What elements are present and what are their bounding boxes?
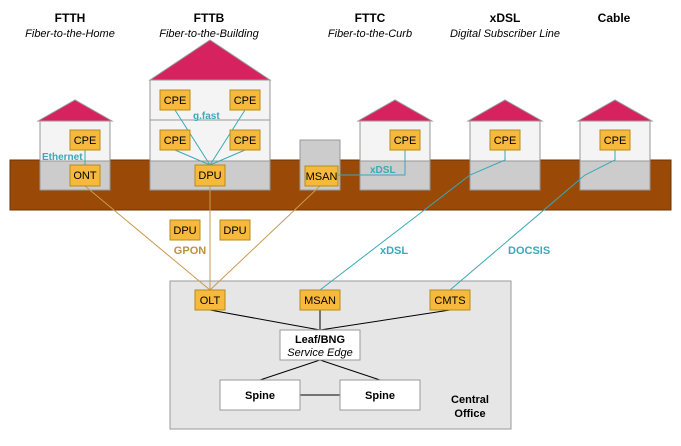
xdsl-subtitle: Digital Subscriber Line [450, 28, 560, 40]
link-olt-leaf [209, 309, 321, 331]
olt-label: OLT [200, 295, 221, 307]
dpu-spare-1: DPU [169, 219, 201, 241]
roof-xdsl [466, 99, 544, 122]
cpe-cable: CPE [599, 129, 631, 151]
fttc-title: FTTC [355, 11, 386, 25]
gfast-link-2 [209, 109, 246, 166]
central-label: Central [451, 394, 489, 406]
spine-1-label: Spine [245, 390, 275, 402]
cpe-fttc-label: CPE [394, 135, 417, 147]
cpe-cable-label: CPE [604, 135, 627, 147]
spine-node-2: Spine [339, 379, 421, 411]
roof-ftth [36, 99, 114, 122]
msan-cabinet: MSAN [304, 165, 339, 187]
dpu-spare-2-label: DPU [223, 225, 246, 237]
cmts-device: CMTS [429, 289, 471, 311]
cpe-fttb-2-label: CPE [234, 95, 257, 107]
xdsl-small-label: xDSL [370, 165, 396, 176]
house-cable-base [579, 160, 651, 191]
fiber-msan-olt [209, 185, 321, 291]
ftth-subtitle: Fiber-to-the-Home [25, 28, 115, 40]
cpe-xdsl: CPE [489, 129, 521, 151]
fttb-title: FTTB [194, 11, 225, 25]
cpe-fttb-4-label: CPE [234, 135, 257, 147]
cpe-fttb-1-label: CPE [164, 95, 187, 107]
cpe-ftth: CPE [69, 129, 101, 151]
fttc-subtitle: Fiber-to-the-Curb [328, 28, 412, 40]
copper-links [84, 109, 616, 291]
gfast-link-4 [209, 149, 246, 166]
docsis-coax-link [449, 150, 616, 291]
office-label: Office [454, 408, 485, 420]
gfast-link-3 [174, 149, 211, 166]
co-links [209, 309, 451, 396]
msan-co-label: MSAN [304, 295, 336, 307]
fiber-ont-olt [84, 185, 211, 291]
cable-title: Cable [598, 11, 631, 25]
ethernet-label: Ethernet [42, 152, 83, 163]
xdsl-copper-link [319, 150, 506, 291]
cmts-label: CMTS [434, 295, 465, 307]
spine-node-1: Spine [219, 379, 301, 411]
cpe-fttb-3: CPE [159, 129, 191, 151]
olt-device: OLT [194, 289, 226, 311]
dpu-spare-2: DPU [219, 219, 251, 241]
cpe-fttb-1: CPE [159, 89, 191, 111]
leaf-bng-label: Leaf/BNG [295, 334, 345, 346]
cpe-fttb-3-label: CPE [164, 135, 187, 147]
cpe-fttc: CPE [389, 129, 421, 151]
cpe-fttb-2: CPE [229, 89, 261, 111]
fttc-copper-link [338, 150, 406, 176]
xdsl-title: xDSL [490, 11, 521, 25]
house-xdsl-base [469, 160, 541, 191]
dpu-spare-1-label: DPU [173, 225, 196, 237]
roof-cable [576, 99, 654, 122]
cpe-xdsl-label: CPE [494, 135, 517, 147]
fiber-links [84, 185, 321, 291]
cpe-ftth-label: CPE [74, 135, 97, 147]
dpu-fttb-label: DPU [198, 170, 221, 182]
link-cmts-leaf [319, 309, 451, 331]
ont-label: ONT [73, 170, 97, 182]
gfast-label: g.fast [193, 111, 220, 122]
fttb-subtitle: Fiber-to-the-Building [159, 28, 259, 40]
docsis-link-label: DOCSIS [508, 245, 550, 257]
service-edge-label: Service Edge [287, 347, 352, 359]
link-leaf-spine-1 [259, 359, 321, 381]
link-leaf-spine-2 [319, 359, 381, 381]
msan-co: MSAN [299, 289, 341, 311]
msan-cabinet-label: MSAN [306, 171, 338, 183]
leaf-bng-node: Leaf/BNG Service Edge [279, 329, 361, 361]
spine-2-label: Spine [365, 390, 395, 402]
gfast-link-1 [174, 109, 211, 166]
gpon-label: GPON [174, 245, 206, 257]
ont-device: ONT [69, 164, 101, 187]
roof-fttb [148, 39, 272, 81]
cpe-fttb-4: CPE [229, 129, 261, 151]
roof-fttc [356, 99, 434, 122]
dpu-fttb: DPU [194, 164, 226, 187]
ftth-title: FTTH [55, 11, 86, 25]
house-xdsl [466, 99, 544, 191]
xdsl-link-label: xDSL [380, 245, 408, 257]
